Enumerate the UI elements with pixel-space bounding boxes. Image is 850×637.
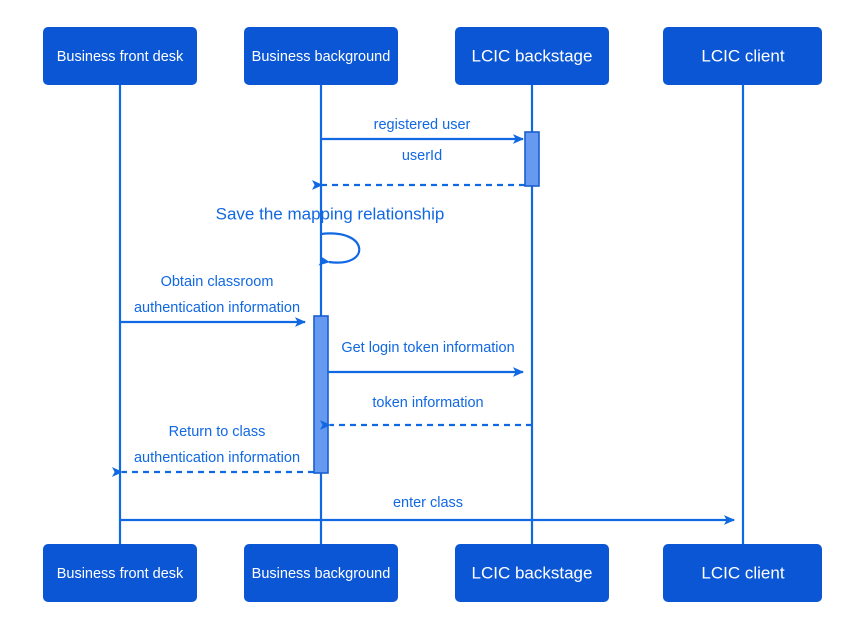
message-label-save-mapping: Save the mapping relationship <box>216 204 445 223</box>
participant-box-lcic-client-top[interactable] <box>663 27 822 85</box>
message-label-obtain-classroom-auth-line2: authentication information <box>134 300 300 316</box>
participant-label-back-top: Business background <box>252 49 391 65</box>
message-save-mapping: Save the mapping relationship <box>216 204 445 266</box>
activation-bars <box>313 131 540 474</box>
participant-header-top: Business front desk Business background … <box>43 27 822 85</box>
participant-box-back-top[interactable] <box>244 27 398 85</box>
message-label-enter-class: enter class <box>393 495 463 511</box>
participant-box-front-bottom[interactable] <box>43 544 197 602</box>
self-loop-arrow-save-mapping <box>318 232 361 266</box>
participant-box-back-bottom[interactable] <box>244 544 398 602</box>
participant-label-lcic-client-bottom: LCIC client <box>701 563 784 582</box>
message-label-get-login-token: Get login token information <box>341 340 514 356</box>
message-label-return-class-auth-line1: Return to class <box>169 424 266 440</box>
message-label-obtain-classroom-auth-line1: Obtain classroom <box>161 274 274 290</box>
message-enter-class: enter class <box>120 495 735 525</box>
participant-box-lcic-client-bottom[interactable] <box>663 544 822 602</box>
participant-label-back-bottom: Business background <box>252 566 391 582</box>
participant-label-front-top: Business front desk <box>57 49 184 65</box>
participant-box-lcic-backstage-bottom[interactable] <box>455 544 609 602</box>
participant-label-lcic-backstage-top: LCIC backstage <box>472 46 593 65</box>
message-obtain-classroom-auth: Obtain classroom authentication informat… <box>120 274 306 327</box>
activation-bar-back <box>313 315 329 474</box>
participant-header-bottom: Business front desk Business background … <box>43 544 822 602</box>
message-return-class-auth: Return to class authentication informati… <box>112 424 314 477</box>
message-userid: userId <box>312 148 525 190</box>
message-get-login-token: Get login token information <box>328 340 524 377</box>
participant-box-lcic-backstage-top[interactable] <box>455 27 609 85</box>
message-registered-user: registered user <box>321 117 524 144</box>
participant-label-front-bottom: Business front desk <box>57 566 184 582</box>
participant-label-lcic-client-top: LCIC client <box>701 46 784 65</box>
message-token-information: token information <box>320 395 532 430</box>
message-label-registered-user: registered user <box>374 117 471 133</box>
message-label-return-class-auth-line2: authentication information <box>134 450 300 466</box>
participant-label-lcic-backstage-bottom: LCIC backstage <box>472 563 593 582</box>
message-label-userid: userId <box>402 148 442 164</box>
activation-bar-lcic-backstage <box>524 131 540 187</box>
participant-box-front-top[interactable] <box>43 27 197 85</box>
message-label-token-information: token information <box>372 395 483 411</box>
